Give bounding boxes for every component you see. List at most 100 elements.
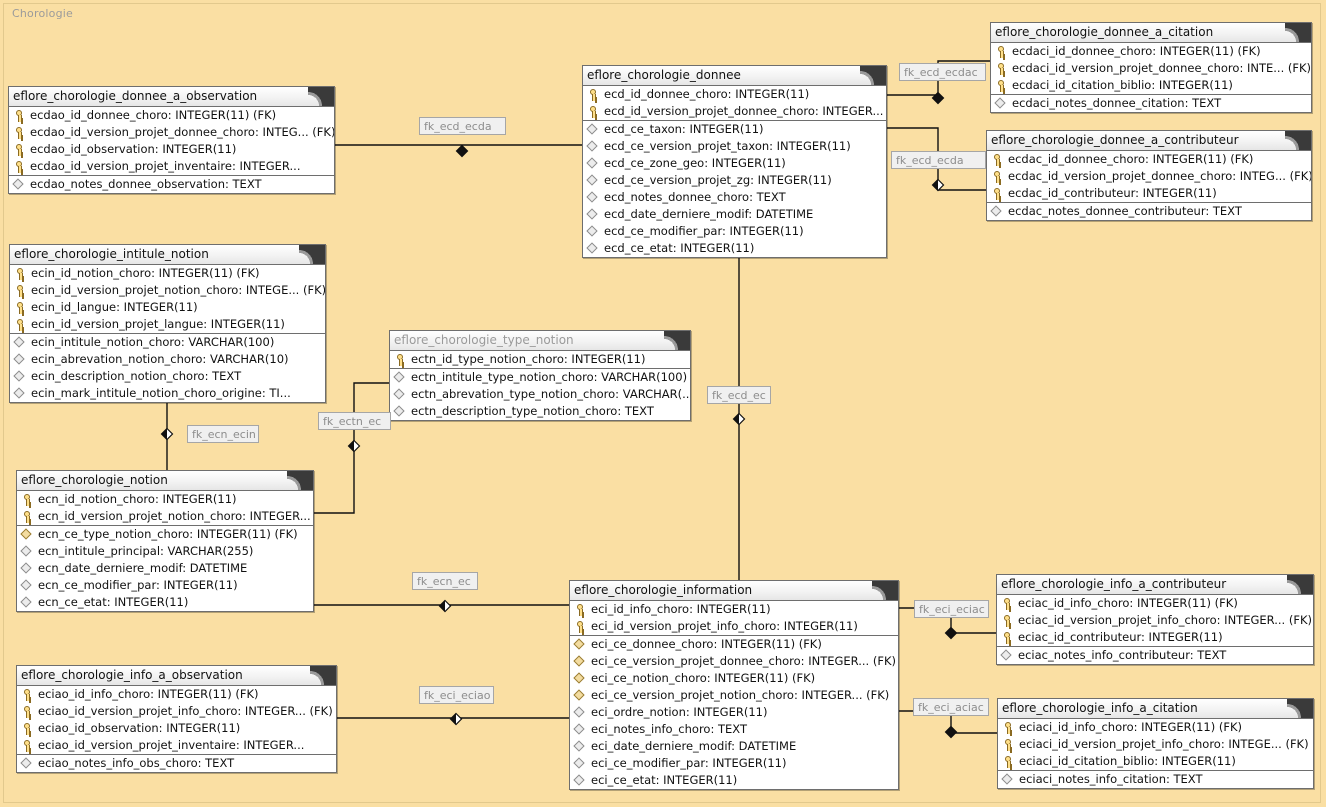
key-icon — [13, 144, 25, 156]
relationship-label-rel-ecd-ecdaci[interactable]: fk_ecd_ecdac — [899, 63, 986, 81]
column-list: eciao_id_info_choro: INTEGER(11) (FK)eci… — [17, 686, 336, 772]
column-row[interactable]: ecn_date_derniere_modif: DATETIME — [17, 560, 313, 577]
column-row[interactable]: ecdao_id_version_projet_donnee_choro: IN… — [9, 124, 334, 141]
column-row[interactable]: eciao_id_version_projet_info_choro: INTE… — [17, 703, 336, 720]
column-row[interactable]: eci_id_version_projet_info_choro: INTEGE… — [570, 618, 898, 635]
column-row[interactable]: eci_id_info_choro: INTEGER(11) — [570, 601, 898, 618]
relationship-label-rel-ecn-eci[interactable]: fk_ecn_ec — [412, 572, 478, 590]
column-row[interactable]: eciao_id_info_choro: INTEGER(11) (FK) — [17, 686, 336, 703]
column-row[interactable]: eciac_notes_info_contributeur: TEXT — [997, 646, 1313, 664]
column-row[interactable]: eciao_notes_info_obs_choro: TEXT — [17, 754, 336, 772]
relationship-label-rel-ecd-ecdao[interactable]: fk_ecd_ecda — [419, 117, 506, 135]
column-row[interactable]: ecdao_id_donnee_choro: INTEGER(11) (FK) — [9, 107, 334, 124]
column-row[interactable]: ecd_ce_taxon: INTEGER(11) — [583, 120, 886, 138]
column-row[interactable]: ecn_ce_modifier_par: INTEGER(11) — [17, 577, 313, 594]
column-row[interactable]: eciao_id_observation: INTEGER(11) — [17, 720, 336, 737]
column-row[interactable]: ecdaci_id_citation_biblio: INTEGER(11) — [991, 77, 1311, 94]
column-row[interactable]: eciaci_id_citation_biblio: INTEGER(11) — [998, 753, 1313, 770]
key-icon — [14, 302, 26, 314]
column-row[interactable]: eci_notes_info_choro: TEXT — [570, 721, 898, 738]
column-row[interactable]: ecin_id_notion_choro: INTEGER(11) (FK) — [10, 265, 325, 282]
column-row[interactable]: eciaci_notes_info_citation: TEXT — [998, 770, 1313, 788]
column-row[interactable]: ecin_mark_intitule_notion_choro_origine:… — [10, 385, 325, 402]
column-row[interactable]: ectn_intitule_type_notion_choro: VARCHAR… — [390, 368, 690, 386]
column-row[interactable]: eci_date_derniere_modif: DATETIME — [570, 738, 898, 755]
column-row[interactable]: ecdao_id_observation: INTEGER(11) — [9, 141, 334, 158]
column-row[interactable]: ecin_id_langue: INTEGER(11) — [10, 299, 325, 316]
column-row[interactable]: eci_ce_version_projet_notion_choro: INTE… — [570, 687, 898, 704]
column-row[interactable]: ecdao_notes_donnee_observation: TEXT — [9, 175, 334, 193]
column-row[interactable]: ecin_intitule_notion_choro: VARCHAR(100) — [10, 333, 325, 351]
column-row[interactable]: eci_ce_version_projet_donnee_choro: INTE… — [570, 653, 898, 670]
column-row[interactable]: ecin_abrevation_notion_choro: VARCHAR(10… — [10, 351, 325, 368]
column-row[interactable]: eciac_id_info_choro: INTEGER(11) (FK) — [997, 595, 1313, 612]
column-row[interactable]: ecd_date_derniere_modif: DATETIME — [583, 206, 886, 223]
column-row[interactable]: ecin_description_notion_choro: TEXT — [10, 368, 325, 385]
column-row[interactable]: ecn_intitule_principal: VARCHAR(255) — [17, 543, 313, 560]
relationship-label-rel-eci-eciac[interactable]: fk_eci_eciac — [914, 600, 989, 618]
relationship-label-rel-ecn-ecin[interactable]: fk_ecn_ecin — [187, 425, 259, 443]
column-row[interactable]: eci_ce_etat: INTEGER(11) — [570, 772, 898, 789]
column-row[interactable]: ecd_notes_donnee_choro: TEXT — [583, 189, 886, 206]
column-row[interactable]: ecd_ce_zone_geo: INTEGER(11) — [583, 155, 886, 172]
column-row[interactable]: ecd_ce_version_projet_taxon: INTEGER(11) — [583, 138, 886, 155]
diamond-icon — [587, 158, 599, 170]
column-row[interactable]: ecdao_id_version_projet_inventaire: INTE… — [9, 158, 334, 175]
diamond-fk-icon — [574, 639, 586, 651]
column-row[interactable]: ecdac_notes_donnee_contributeur: TEXT — [987, 202, 1311, 220]
column-row[interactable]: ectn_description_type_notion_choro: TEXT — [390, 403, 690, 420]
column-row[interactable]: ecin_id_version_projet_langue: INTEGER(1… — [10, 316, 325, 333]
column-row[interactable]: eciaci_id_info_choro: INTEGER(11) (FK) — [998, 719, 1313, 736]
column-row[interactable]: eciac_id_version_projet_info_choro: INTE… — [997, 612, 1313, 629]
column-row[interactable]: ecd_ce_modifier_par: INTEGER(11) — [583, 223, 886, 240]
column-row[interactable]: ecd_ce_version_projet_zg: INTEGER(11) — [583, 172, 886, 189]
column-row[interactable]: eci_ce_notion_choro: INTEGER(11) (FK) — [570, 670, 898, 687]
column-label: eciao_id_version_projet_inventaire: INTE… — [38, 738, 305, 752]
diamond-icon — [394, 372, 406, 384]
relationship-label-rel-ecd-ecdac[interactable]: fk_ecd_ecda — [891, 151, 986, 169]
column-row[interactable]: eci_ce_modifier_par: INTEGER(11) — [570, 755, 898, 772]
column-label: ecdaci_id_version_projet_donnee_choro: I… — [1012, 61, 1311, 75]
column-label: eci_ce_modifier_par: INTEGER(11) — [591, 756, 787, 770]
column-row[interactable]: ecdac_id_version_projet_donnee_choro: IN… — [987, 168, 1311, 185]
relationship-label-rel-ecd-eci[interactable]: fk_ecd_ec — [707, 386, 771, 404]
column-row[interactable]: eci_ordre_notion: INTEGER(11) — [570, 704, 898, 721]
column-row[interactable]: ecdac_id_donnee_choro: INTEGER(11) (FK) — [987, 151, 1311, 168]
relationship-label-rel-eci-eciaci[interactable]: fk_eci_aciac — [913, 698, 989, 716]
column-row[interactable]: ectn_id_type_notion_choro: INTEGER(11) — [390, 351, 690, 368]
column-row[interactable]: ecn_ce_etat: INTEGER(11) — [17, 594, 313, 611]
column-row[interactable]: ectn_abrevation_type_notion_choro: VARCH… — [390, 386, 690, 403]
column-row[interactable]: ecd_id_donnee_choro: INTEGER(11) — [583, 86, 886, 103]
column-row[interactable]: eciac_id_contributeur: INTEGER(11) — [997, 629, 1313, 646]
key-icon — [13, 161, 25, 173]
column-row[interactable]: ecdaci_id_donnee_choro: INTEGER(11) (FK) — [991, 43, 1311, 60]
column-list: ecdao_id_donnee_choro: INTEGER(11) (FK)e… — [9, 107, 334, 193]
relationship-label-rel-ectn-ecn[interactable]: fk_ectn_ec — [318, 412, 391, 430]
column-row[interactable]: eciao_id_version_projet_inventaire: INTE… — [17, 737, 336, 754]
column-row[interactable]: ecin_id_version_projet_notion_choro: INT… — [10, 282, 325, 299]
column-row[interactable]: ecn_ce_type_notion_choro: INTEGER(11) (F… — [17, 525, 313, 543]
column-row[interactable]: ecdaci_id_version_projet_donnee_choro: I… — [991, 60, 1311, 77]
column-row[interactable]: ecd_ce_etat: INTEGER(11) — [583, 240, 886, 257]
relationship-label-rel-eci-eciao[interactable]: fk_eci_eciao — [419, 686, 494, 704]
column-row[interactable]: eciaci_id_version_projet_info_choro: INT… — [998, 736, 1313, 753]
column-row[interactable]: eci_ce_donnee_choro: INTEGER(11) (FK) — [570, 635, 898, 653]
column-row[interactable]: ecn_id_version_projet_notion_choro: INTE… — [17, 508, 313, 525]
column-row[interactable]: ecdac_id_contributeur: INTEGER(11) — [987, 185, 1311, 202]
column-row[interactable]: ecdaci_notes_donnee_citation: TEXT — [991, 94, 1311, 112]
column-row[interactable]: ecn_id_notion_choro: INTEGER(11) — [17, 491, 313, 508]
column-row[interactable]: ecd_id_version_projet_donnee_choro: INTE… — [583, 103, 886, 120]
column-list: ectn_id_type_notion_choro: INTEGER(11)ec… — [390, 351, 690, 420]
